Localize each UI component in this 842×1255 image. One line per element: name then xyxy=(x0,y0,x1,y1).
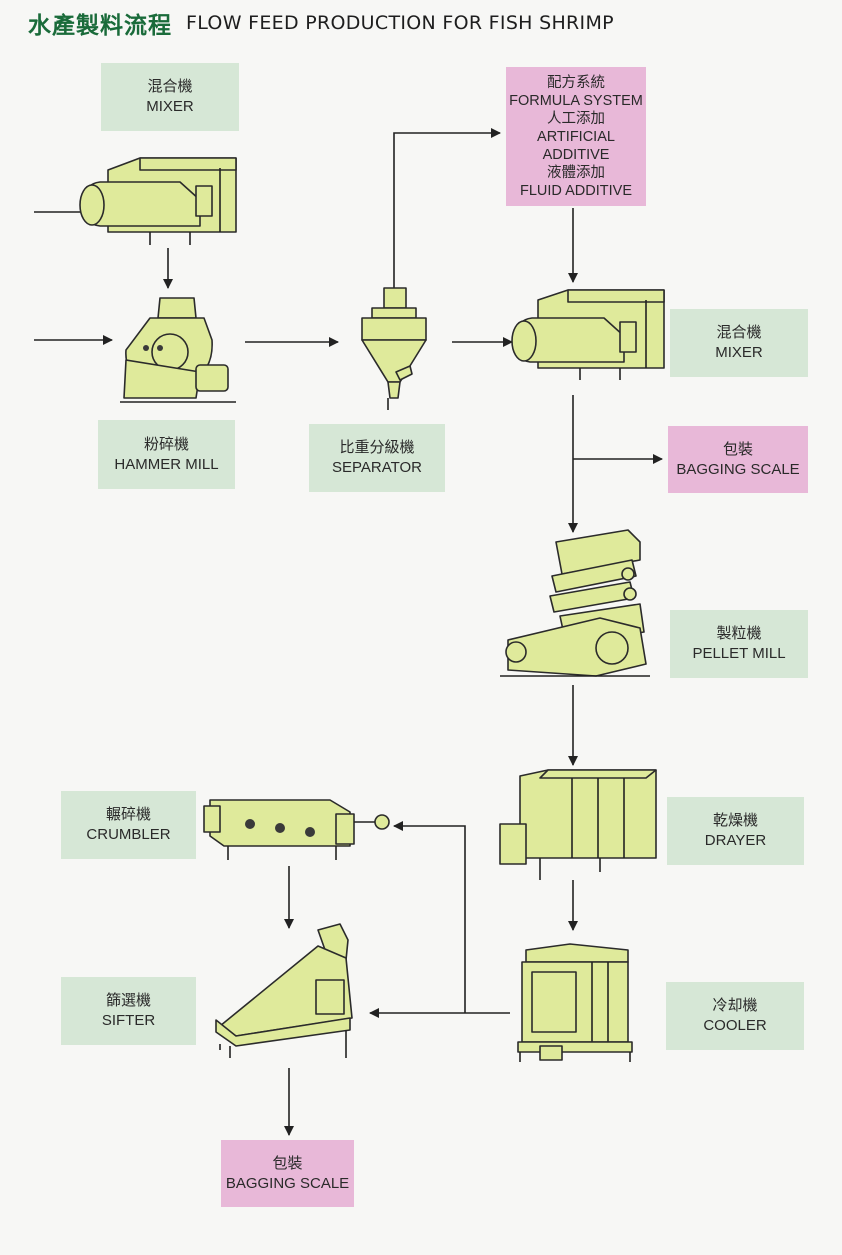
separator-machine xyxy=(361,287,427,410)
sifter-machine xyxy=(215,923,353,1058)
label-sifter-cn: 篩選機 xyxy=(105,992,151,1009)
label-bagging-1-en: BAGGING SCALE xyxy=(676,460,800,478)
label-crumbler: 輾碎機 CRUMBLER xyxy=(61,791,196,859)
formula-line-5: ADDITIVE xyxy=(542,146,610,163)
flow-lines xyxy=(34,128,663,1136)
label-sifter-en: SIFTER xyxy=(101,1012,156,1029)
label-crumbler-en: CRUMBLER xyxy=(86,826,171,843)
label-separator-en: SEPARATOR xyxy=(331,459,423,476)
label-sifter: 篩選機 SIFTER xyxy=(61,977,196,1045)
page-header: 水產製料流程 FLOW FEED PRODUCTION FOR FISH SHR… xyxy=(28,6,614,40)
pellet-mill-machine xyxy=(500,529,650,677)
mixer-machine-2 xyxy=(511,289,665,380)
label-formula-system: 配方系統 FORMULA SYSTEM 人工添加 ARTIFICIAL ADDI… xyxy=(506,67,646,206)
formula-line-7: FLUID ADDITIVE xyxy=(520,182,632,199)
label-mixer-2-cn: 混合機 xyxy=(716,324,762,341)
label-cooler-en: COOLER xyxy=(703,1017,767,1034)
mixer-machine-1 xyxy=(79,157,237,245)
label-bagging-scale-2: 包裝 BAGGING SCALE xyxy=(221,1140,354,1207)
label-cooler: 冷却機 COOLER xyxy=(666,982,804,1050)
label-drayer-cn: 乾燥機 xyxy=(712,812,758,829)
label-pellet-mill-cn: 製粒機 xyxy=(716,625,762,642)
label-pellet-mill: 製粒機 PELLET MILL xyxy=(670,610,808,678)
label-mixer-1-cn: 混合機 xyxy=(147,78,193,95)
label-separator: 比重分級機 SEPARATOR xyxy=(309,424,445,492)
label-pellet-mill-en: PELLET MILL xyxy=(692,645,786,662)
arrow-cooler-crumbler xyxy=(393,821,466,1013)
title-english: FLOW FEED PRODUCTION FOR FISH SHRIMP xyxy=(186,12,614,34)
arrow-separator-formula xyxy=(393,128,501,288)
title-chinese: 水產製料流程 xyxy=(28,13,172,39)
label-separator-cn: 比重分級機 xyxy=(339,439,415,456)
formula-line-4: ARTIFICIAL xyxy=(537,128,615,145)
label-cooler-cn: 冷却機 xyxy=(712,997,758,1014)
label-hammer-mill: 粉碎機 HAMMER MILL xyxy=(98,420,235,489)
label-drayer-en: DRAYER xyxy=(704,832,767,849)
hammer-mill-machine xyxy=(120,297,236,403)
label-mixer-1: 混合機 MIXER xyxy=(101,63,239,131)
label-mixer-1-en: MIXER xyxy=(146,98,194,115)
crumbler-machine xyxy=(203,799,390,860)
label-hammer-mill-en: HAMMER MILL xyxy=(114,455,219,473)
label-hammer-mill-cn: 粉碎機 xyxy=(143,435,189,453)
label-bagging-1-cn: 包裝 xyxy=(722,440,753,458)
label-bagging-2-cn: 包裝 xyxy=(272,1154,303,1172)
formula-line-1: 配方系統 xyxy=(547,74,605,91)
label-bagging-scale-1: 包裝 BAGGING SCALE xyxy=(668,426,808,493)
label-mixer-2: 混合機 MIXER xyxy=(670,309,808,377)
label-drayer: 乾燥機 DRAYER xyxy=(667,797,804,865)
drayer-machine xyxy=(499,769,657,880)
label-mixer-2-en: MIXER xyxy=(715,344,763,361)
label-bagging-2-en: BAGGING SCALE xyxy=(225,1174,350,1192)
formula-line-2: FORMULA SYSTEM xyxy=(509,92,643,109)
label-crumbler-cn: 輾碎機 xyxy=(105,806,151,823)
formula-line-3: 人工添加 xyxy=(547,110,605,127)
formula-line-6: 液體添加 xyxy=(547,164,605,181)
cooler-machine xyxy=(517,943,633,1062)
